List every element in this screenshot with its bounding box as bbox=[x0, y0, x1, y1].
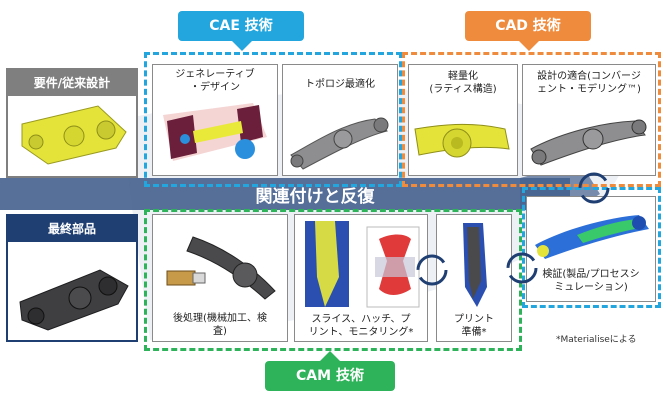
requirements-header: 要件/従来設計 bbox=[8, 70, 136, 96]
generative-design-card: ジェネレーティブ ・デザイン bbox=[152, 64, 278, 176]
cycle-icon bbox=[506, 252, 538, 284]
convergent-modeling-card: 設計の適合(コンバージ ェント・モデリング™) bbox=[522, 64, 656, 176]
post-processing-card: 後処理(機械加工、検 査) bbox=[152, 214, 288, 342]
final-part-image bbox=[19, 269, 129, 331]
generative-design-image bbox=[163, 103, 267, 161]
generative-design-title-1: ジェネレーティブ bbox=[175, 69, 255, 80]
simulation-image bbox=[535, 215, 649, 259]
lightweighting-card: 軽量化 (ラティス構造) bbox=[408, 64, 518, 176]
cycle-icon bbox=[416, 254, 448, 286]
slice-hatch-title-1: スライス、ハッチ、プ bbox=[311, 314, 411, 325]
convergent-modeling-title-1: 設計の適合(コンバージ bbox=[537, 71, 641, 82]
slice-hatch-image bbox=[305, 221, 420, 308]
cae-region bbox=[144, 52, 402, 187]
cad-region bbox=[402, 52, 661, 187]
lightweighting-title-2: (ラティス構造) bbox=[429, 84, 497, 95]
topology-optimization-image bbox=[290, 117, 389, 170]
materialise-credit: *Materialiseによる bbox=[556, 335, 637, 345]
cad-tab: CAD 技術 bbox=[465, 11, 591, 51]
post-processing-title-2: 査) bbox=[213, 326, 227, 337]
generative-design-title-2: ・デザイン bbox=[190, 82, 240, 93]
topology-optimization-card: トポロジ最適化 bbox=[282, 64, 398, 176]
machining-image bbox=[166, 236, 276, 300]
print-preparation-title-1: プリント bbox=[454, 314, 494, 325]
convergent-part-image bbox=[530, 119, 647, 166]
bracket-part-image bbox=[21, 105, 127, 165]
cam-tab: CAM 技術 bbox=[265, 351, 395, 391]
verification-title-1: 検証(製品/プロセスシ bbox=[542, 269, 640, 280]
verify-region bbox=[522, 187, 661, 308]
print-preparation-image bbox=[463, 223, 487, 307]
print-preparation-title-2: 準備* bbox=[461, 327, 487, 338]
post-processing-title-1: 後処理(機械加工、検 bbox=[173, 313, 267, 324]
band-label: 関連付けと反復 bbox=[255, 187, 375, 207]
verification-card: 検証(製品/プロセスシ ミュレーション) bbox=[526, 196, 656, 302]
cam-region bbox=[144, 209, 522, 351]
convergent-modeling-title-2: ェント・モデリング™) bbox=[537, 84, 641, 95]
topology-optimization-title: トポロジ最適化 bbox=[305, 79, 375, 90]
requirements-panel: 要件/従来設計 bbox=[6, 68, 138, 178]
cae-tab: CAE 技術 bbox=[178, 11, 304, 51]
slice-hatch-title-2: リント、モニタリング* bbox=[308, 327, 414, 338]
lattice-part-image bbox=[414, 123, 510, 158]
final-part-header: 最終部品 bbox=[8, 216, 136, 242]
lightweighting-title-1: 軽量化 bbox=[448, 71, 478, 82]
verification-title-2: ミュレーション) bbox=[554, 282, 628, 293]
cycle-icon bbox=[578, 172, 610, 204]
final-part-panel: 最終部品 bbox=[6, 214, 138, 342]
slice-hatch-card: スライス、ハッチ、プ リント、モニタリング* bbox=[294, 214, 428, 342]
